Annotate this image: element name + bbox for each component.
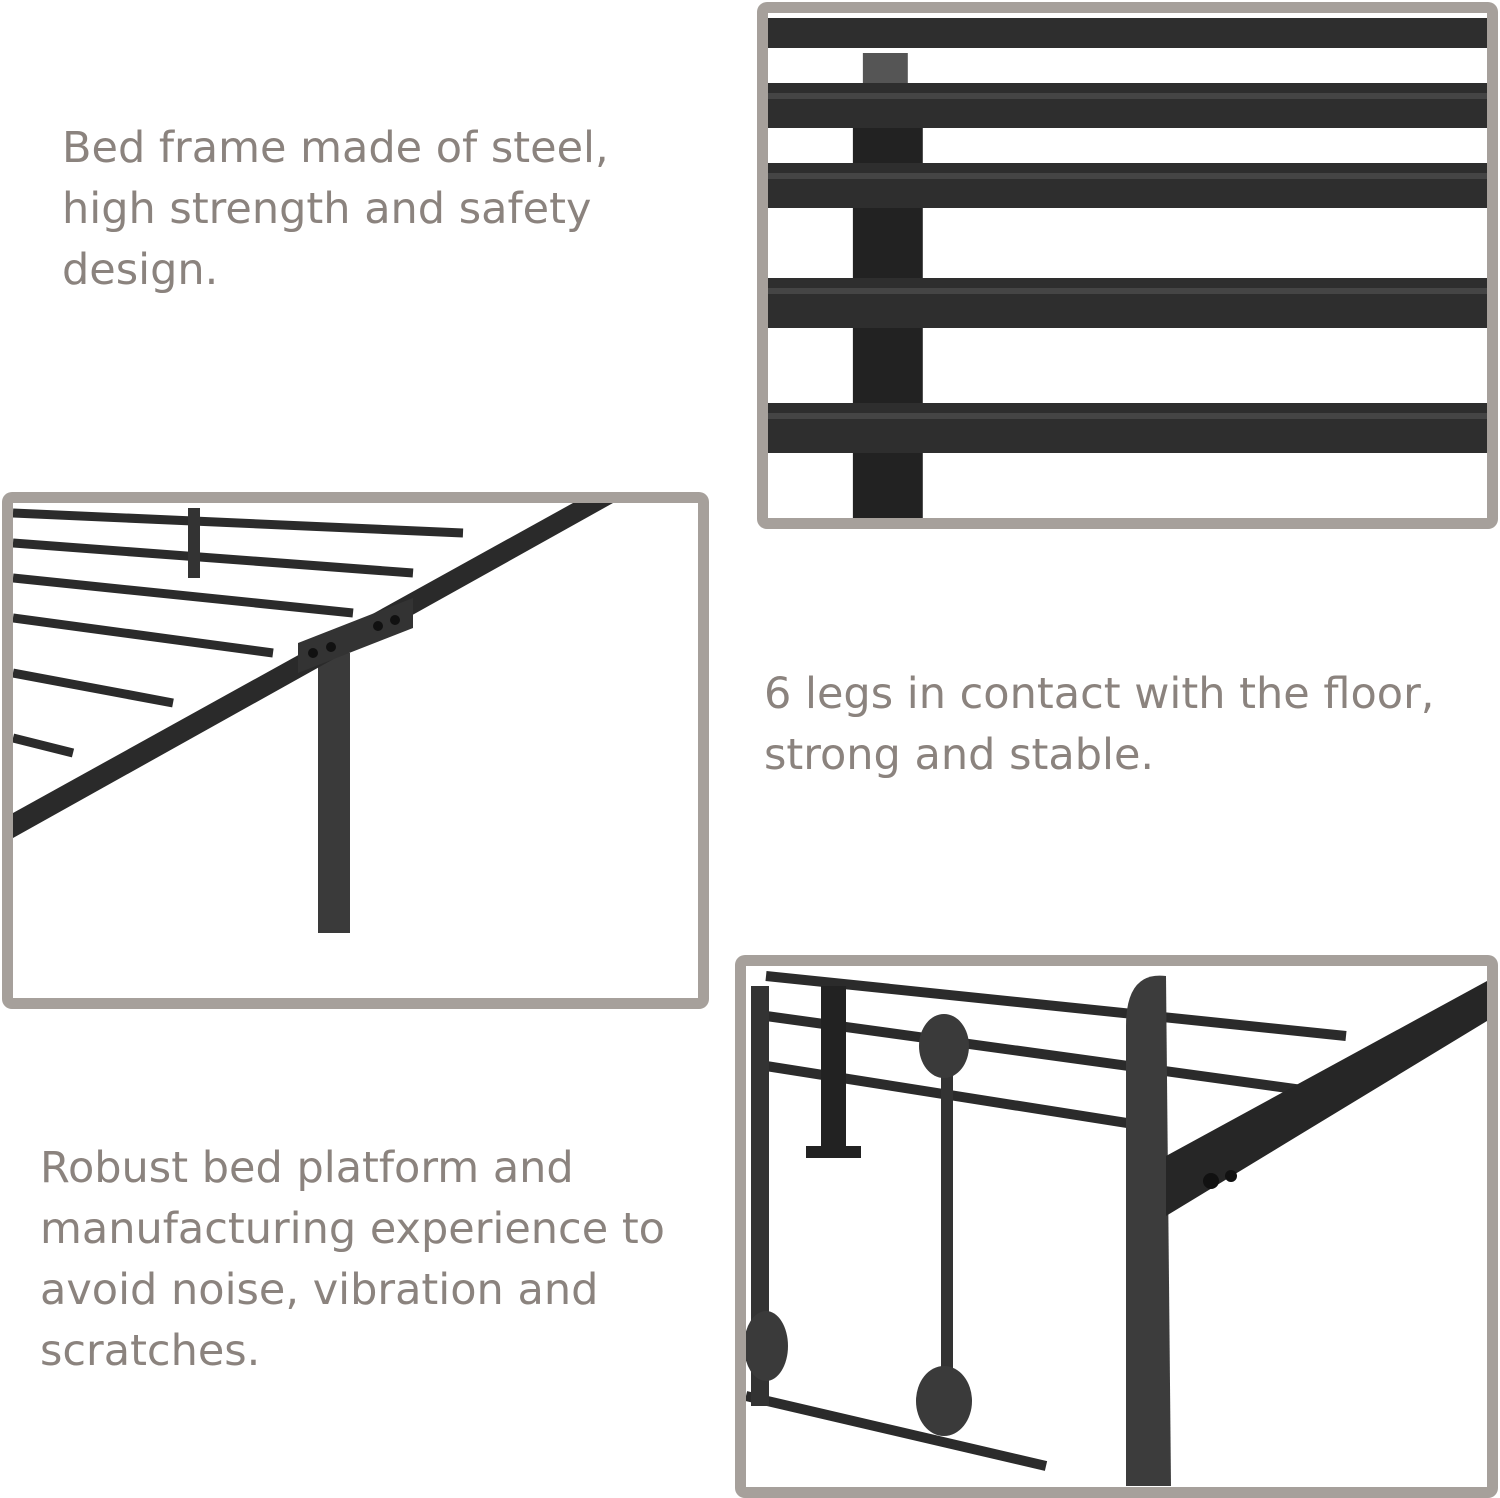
caption-legs: 6 legs in contact with the floor, strong…	[764, 669, 1435, 780]
side-rail-leg-photo	[2, 492, 709, 1009]
caption-steel: Bed frame made of steel, high strength a…	[62, 123, 609, 295]
headboard-bars-photo	[757, 2, 1498, 529]
headboard-bars-illustration	[768, 18, 1487, 518]
side-rail-illustration	[13, 503, 613, 933]
footboard-illustration	[746, 971, 1487, 1486]
caption-platform: Robust bed platform and manufacturing ex…	[40, 1143, 665, 1376]
footboard-corner-photo	[735, 955, 1498, 1498]
